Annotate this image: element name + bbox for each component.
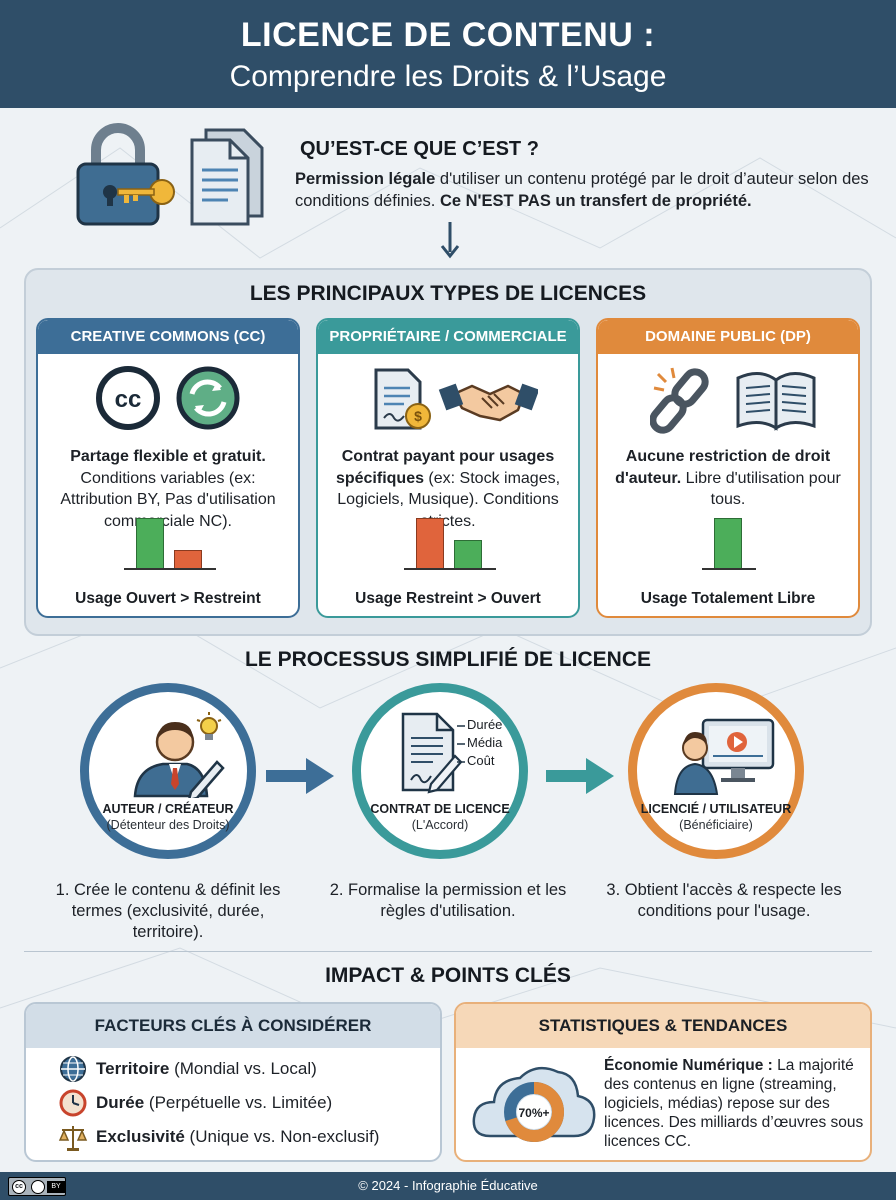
header-banner: LICENCE DE CONTENU : Comprendre les Droi… — [0, 0, 896, 108]
page-title: LICENCE DE CONTENU : — [240, 16, 656, 54]
bar-restricted — [174, 550, 202, 570]
factor-exclusivity: Exclusivité (Unique vs. Non-exclusif) — [96, 1125, 379, 1149]
author-icon — [133, 712, 225, 798]
step-1-description: 1. Crée le contenu & définit les termes … — [55, 881, 281, 941]
broken-chain-book-icons — [650, 367, 816, 434]
step-2-sub: (L'Accord) — [411, 818, 469, 832]
svg-text:$: $ — [414, 408, 422, 424]
term-media: Média — [467, 735, 503, 750]
intro-bold-1: Permission légale — [295, 170, 436, 188]
card-cc-text: Conditions variables (ex: Attribution BY… — [60, 469, 276, 530]
card-proprietary: PROPRIÉTAIRE / COMMERCIALE $ Contrat pay… — [316, 318, 580, 618]
footer-bar: © 2024 - Infographie Éducative — [0, 1172, 896, 1200]
by-label: BY — [47, 1181, 65, 1193]
cc-glyph: cc — [115, 386, 142, 413]
cloud-donut-icon: 70%+ — [472, 1066, 596, 1142]
arrow-right-icon — [266, 758, 334, 794]
donut-label: 70%+ — [518, 1106, 549, 1120]
contract-terms: Durée Média Coût — [467, 716, 502, 770]
donut-arc — [504, 1082, 564, 1142]
card-prop-bold: Contrat payant pour usages spécifiques — [335, 448, 555, 487]
card-pd-bold: Aucune restriction de droit d'auteur. — [615, 448, 831, 487]
factor-territory: Territoire (Mondial vs. Local) — [96, 1057, 317, 1081]
card-pd-body: Aucune restriction de droit d'auteur. Li… — [606, 446, 850, 511]
footer-text: © 2024 - Infographie Éducative — [358, 1178, 538, 1193]
scales-icon — [58, 1126, 88, 1151]
intro-heading: QU’EST-CE QUE C’EST ? — [300, 138, 539, 160]
factor-duration: Durée (Perpétuelle vs. Limitée) — [96, 1091, 332, 1115]
card-prop-body: Contrat payant pour usages spécifiques (… — [326, 446, 570, 532]
step-author-circle: AUTEUR / CRÉATEUR (Détenteur des Droits) — [80, 683, 256, 859]
cc-by-badge[interactable]: cc BY — [8, 1177, 66, 1196]
step-1-title: AUTEUR / CRÉATEUR — [102, 802, 234, 816]
arrow-down-icon — [440, 222, 460, 259]
card-cc-body: Partage flexible et gratuit. Conditions … — [46, 446, 290, 532]
step-contract-circle: Durée Média Coût CONTRAT DE LICENCE (L'A… — [352, 683, 528, 859]
factor-territory-label: Territoire — [96, 1059, 170, 1078]
card-pd-footer: Usage Totalement Libre — [640, 590, 816, 607]
contract-handshake-icons: $ — [374, 368, 538, 430]
factor-territory-text: (Mondial vs. Local) — [169, 1059, 317, 1078]
card-creative-commons: CREATIVE COMMONS (CC) cc Partage flexibl… — [36, 318, 300, 618]
term-duration: Durée — [467, 717, 503, 732]
impact-heading: IMPACT & POINTS CLÉS — [325, 964, 571, 987]
intro-bold-2: Ce N'EST PAS un transfert de propriété. — [439, 192, 752, 210]
by-person-icon — [31, 1180, 45, 1194]
stats-panel: STATISTIQUES & TENDANCES 70%+ Économie N… — [454, 1002, 872, 1162]
step-user-circle: LICENCIÉ / UTILISATEUR (Bénéficiaire) — [628, 683, 804, 859]
clock-icon — [59, 1089, 87, 1117]
factor-duration-label: Durée — [96, 1093, 145, 1112]
page-subtitle: Comprendre les Droits & l’Usage — [229, 60, 667, 93]
step-3-title: LICENCIÉ / UTILISATEUR — [640, 802, 792, 816]
cc-badge-icon: cc — [12, 1180, 26, 1194]
bar-baseline — [124, 568, 216, 570]
globe-icon — [60, 1056, 86, 1082]
types-heading: LES PRINCIPAUX TYPES DE LICENCES — [249, 282, 647, 305]
documents-icon — [190, 128, 264, 226]
intro-text-1: d'utiliser un contenu protégé par le dro… — [295, 170, 869, 210]
card-cc-footer: Usage Ouvert > Restreint — [75, 590, 261, 607]
bar-open — [454, 540, 482, 570]
terms-bracket — [457, 725, 465, 763]
factor-duration-text: (Perpétuelle vs. Limitée) — [144, 1093, 333, 1112]
card-pd-label: DOMAINE PUBLIC (DP) — [598, 320, 858, 354]
factors-heading: FACTEURS CLÉS À CONSIDÉRER — [26, 1004, 440, 1048]
arrow-right-icon — [546, 758, 614, 794]
stats-bold: Économie Numérique : — [604, 1057, 773, 1074]
factors-panel: FACTEURS CLÉS À CONSIDÉRER Territoire (M… — [24, 1002, 442, 1162]
step-2-description: 2. Formalise la permission et les règles… — [329, 881, 567, 920]
bar-restricted — [416, 518, 444, 570]
card-public-domain: DOMAINE PUBLIC (DP) Aucune restriction d… — [596, 318, 860, 618]
user-screen-icon — [673, 718, 775, 795]
process-heading: LE PROCESSUS SIMPLIFIÉ DE LICENCE — [244, 648, 652, 671]
card-cc-bold: Partage flexible et gratuit. — [70, 448, 266, 465]
card-prop-label: PROPRIÉTAIRE / COMMERCIALE — [318, 320, 578, 354]
padlock-key-icon — [76, 123, 175, 226]
stats-heading: STATISTIQUES & TENDANCES — [456, 1004, 870, 1048]
bar-free — [714, 518, 742, 570]
step-2-title: CONTRAT DE LICENCE — [370, 802, 510, 816]
cc-icons: cc — [96, 366, 240, 430]
factor-exclusivity-text: (Unique vs. Non-exclusif) — [184, 1127, 380, 1146]
factor-exclusivity-label: Exclusivité — [96, 1127, 185, 1146]
bar-open — [136, 518, 164, 570]
step-1-sub: (Détenteur des Droits) — [106, 818, 230, 832]
bar-baseline — [702, 568, 756, 570]
stats-text: Économie Numérique : La majorité des con… — [604, 1056, 868, 1151]
card-cc-label: CREATIVE COMMONS (CC) — [38, 320, 298, 354]
contract-icon — [401, 712, 463, 794]
stats-body: La majorité des contenus en ligne (strea… — [604, 1057, 864, 1150]
step-3-sub: (Bénéficiaire) — [679, 818, 753, 832]
card-prop-footer: Usage Restreint > Ouvert — [355, 590, 541, 607]
bar-baseline — [404, 568, 496, 570]
step-3-description: 3. Obtient l'accès & respecte les condit… — [606, 881, 842, 920]
intro-text: Permission légale d'utiliser un contenu … — [295, 168, 875, 212]
card-pd-text: Libre d'utilisation pour tous. — [681, 469, 841, 509]
term-cost: Coût — [467, 753, 495, 768]
divider — [24, 951, 872, 952]
